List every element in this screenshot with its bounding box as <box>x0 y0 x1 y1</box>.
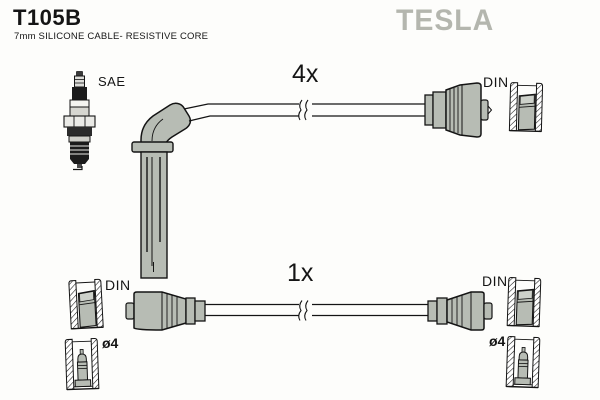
product-subtitle: 7mm SILICONE CABLE- RESISTIVE CORE <box>14 31 209 42</box>
diameter-label-bottom-right: ø4 <box>489 333 506 349</box>
diameter-label-bottom-left: ø4 <box>102 335 119 351</box>
terminal-cutaway-bottom-right <box>505 335 541 389</box>
spark-plug-icon <box>63 71 96 171</box>
din-label-top-right: DIN <box>483 74 509 90</box>
din-connector-cutaway-bottom-right <box>506 276 542 328</box>
top-cable-illustration <box>131 82 493 279</box>
cable-break-mark <box>298 300 303 321</box>
din-connector-cutaway-top-right <box>508 81 544 133</box>
top-cable-count-label: 4x <box>292 60 319 88</box>
bottom-cable-illustration <box>125 291 493 331</box>
din-connector-cutaway-bottom-left <box>68 278 104 330</box>
bottom-cable-count-label: 1x <box>287 259 314 287</box>
terminal-cutaway-bottom-left <box>64 337 100 391</box>
cable-break-mark <box>298 99 303 121</box>
brand-logo: TESLA <box>396 4 495 37</box>
din-label-bottom-left: DIN <box>105 277 131 293</box>
spark-plug-standard-label: SAE <box>98 74 126 89</box>
part-number: T105B <box>13 5 82 30</box>
din-label-bottom-right: DIN <box>482 273 508 289</box>
